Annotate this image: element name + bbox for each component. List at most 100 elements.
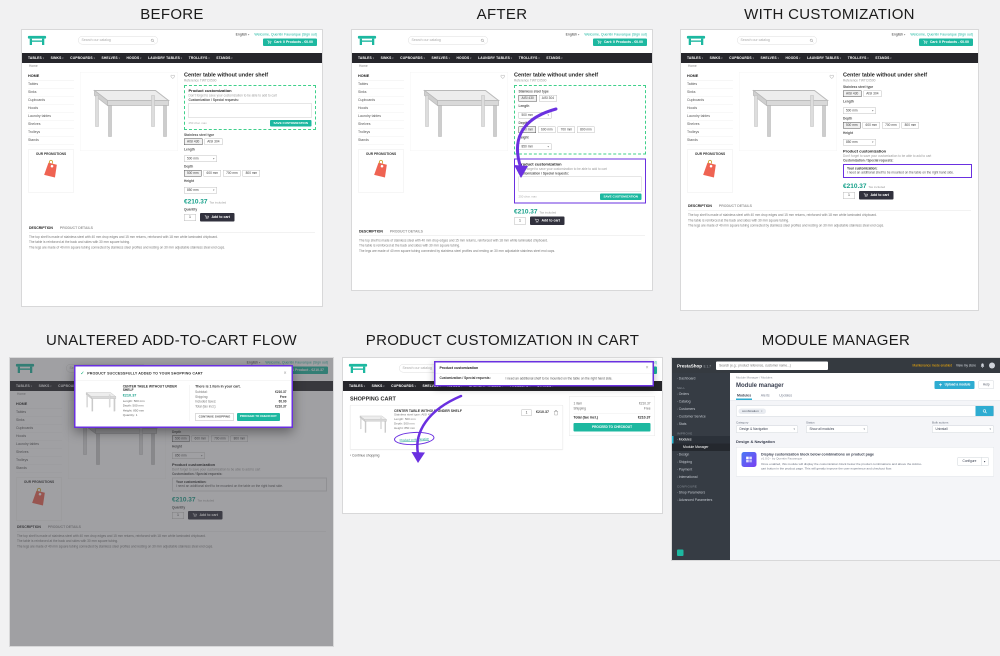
depth-chip[interactable]: 500 mm [518,126,537,133]
steel-type-chip[interactable]: AISI 430 [843,90,862,97]
category-item[interactable]: Trolleys [358,129,404,137]
breadcrumb[interactable]: Home [29,64,38,69]
category-item[interactable]: Hoods [358,105,404,113]
language-selector[interactable]: English [892,33,906,37]
save-customization-button[interactable]: SAVE CUSTOMIZATION [269,120,312,127]
height-select[interactable]: 850 mm [843,139,876,146]
nav-item[interactable]: HOODS [456,56,471,60]
tab-product-details[interactable]: PRODUCT DETAILS [389,230,423,234]
nav-item[interactable]: STANDS [216,56,232,60]
tab-alerts[interactable]: Alerts [760,394,770,398]
nav-item[interactable]: SHELVES [761,56,779,60]
category-select[interactable]: Design & Navigation [736,425,798,433]
close-icon[interactable]: × [645,365,649,371]
promotions-banner[interactable]: OUR PROMOTIONS [358,149,404,193]
nav-item[interactable]: TROLLEYS [519,56,540,60]
nav-item[interactable]: CUPBOARDS [391,384,416,388]
proceed-to-checkout-button[interactable]: PROCEED TO CHECKOUT [573,423,651,432]
length-select[interactable]: 500 mm [843,107,876,114]
configure-button[interactable]: Configure [957,457,982,467]
category-item[interactable]: Cupboards [28,97,74,105]
depth-chip[interactable]: 500 mm [184,170,202,177]
store-search-input[interactable]: Search our catalog [78,36,158,45]
sidebar-item-orders[interactable]: Orders [672,391,730,399]
nav-item[interactable]: SINKS [381,56,394,60]
length-select[interactable]: 500 mm [518,112,552,119]
sidebar-badge[interactable] [677,549,684,556]
store-logo[interactable] [348,361,368,375]
save-customization-button[interactable]: SAVE CUSTOMIZATION [599,193,642,200]
add-to-cart-button[interactable]: Add to cart [858,191,894,200]
language-selector[interactable]: English [566,33,580,37]
quantity-stepper[interactable]: 1 [514,217,526,225]
sidebar-item-module-manager[interactable]: Module Manager [672,443,730,451]
continue-shopping-link[interactable]: ‹ Continue shopping [350,454,380,458]
notifications-bell-icon[interactable] [980,363,985,368]
sidebar-item-design[interactable]: Design [672,451,730,459]
nav-item[interactable]: HOODS [126,56,141,60]
tag-remove-icon[interactable]: × [760,409,763,413]
sidebar-item-dashboard[interactable]: Dashboard [672,375,730,383]
sidebar-item-customer-service[interactable]: Customer Service [672,413,730,421]
store-logo[interactable] [27,33,47,47]
category-item[interactable]: Stands [358,137,404,145]
product-image[interactable] [80,72,178,151]
steel-type-chip[interactable]: AISI 304 [538,95,558,102]
cart-button[interactable]: Cart: 0 Products - €0.00 [262,38,317,46]
category-item[interactable]: Laundry tables [358,113,404,121]
nav-item[interactable]: CUPBOARDS [400,56,425,60]
depth-chip[interactable]: 600 mm [538,126,556,133]
breadcrumb[interactable]: Home [688,64,697,69]
product-image[interactable] [739,72,837,151]
nav-item[interactable]: LAUNDRY TABLES [148,56,182,60]
tab-updates[interactable]: Updates [779,394,793,398]
category-item[interactable]: Tables [358,81,404,89]
search-tag[interactable]: combination× [738,408,766,414]
sidebar-item-customers[interactable]: Customers [672,406,730,414]
depth-chip[interactable]: 800 mm [901,122,920,129]
promotions-banner[interactable]: OUR PROMOTIONS [28,149,74,193]
wishlist-heart-icon[interactable] [829,74,835,80]
product-customization-link[interactable]: Product customization [399,437,430,443]
upload-module-button[interactable]: Upload a module [934,380,975,389]
nav-item[interactable]: STANDS [546,56,562,60]
cart-button[interactable]: Cart: 0 Products - €0.00 [918,38,973,46]
category-item[interactable]: Stands [28,137,74,145]
height-select[interactable]: 850 mm [518,143,552,150]
bulk-actions-select[interactable]: Uninstall [932,425,994,433]
language-selector[interactable]: English [236,33,250,37]
category-item[interactable]: Trolleys [687,129,733,137]
nav-item[interactable]: HOODS [785,56,800,60]
tab-description[interactable]: DESCRIPTION [29,226,53,231]
depth-chip[interactable]: 700 mm [882,122,900,129]
depth-chip[interactable]: 500 mm [843,122,861,129]
tab-product-details[interactable]: PRODUCT DETAILS [718,204,752,209]
sidebar-item-stats[interactable]: Stats [672,421,730,429]
depth-chip[interactable]: 800 mm [242,170,261,177]
sidebar-item-shipping[interactable]: Shipping [672,459,730,467]
store-search-input[interactable]: Search our catalog [408,36,488,45]
add-to-cart-button[interactable]: Add to cart [529,216,565,225]
wishlist-heart-icon[interactable] [500,74,506,80]
height-select[interactable]: 850 mm [184,187,217,194]
configure-dropdown-caret[interactable]: ▾ [981,457,989,467]
sidebar-item-payment[interactable]: Payment [672,466,730,474]
category-item[interactable]: Sinks [687,89,733,97]
sidebar-item-shop-parameters[interactable]: Shop Parameters [672,489,730,497]
category-item[interactable]: Tables [687,81,733,89]
category-item[interactable]: Cupboards [358,97,404,105]
help-button[interactable]: Help [978,380,994,389]
sidebar-item-modules[interactable]: Modules [672,436,730,444]
category-item[interactable]: Cupboards [687,97,733,105]
nav-item[interactable]: TABLES [28,56,44,60]
proceed-to-checkout-button[interactable]: PROCEED TO CHECKOUT [236,412,280,421]
quantity-stepper[interactable]: 1 [843,191,855,199]
admin-breadcrumb[interactable]: Module Manager / Modules [736,376,773,380]
tab-modules[interactable]: Modules [736,393,752,401]
wishlist-heart-icon[interactable] [170,74,176,80]
store-search-input[interactable]: Search our catalog [737,36,817,45]
sidebar-item-catalog[interactable]: Catalog [672,398,730,406]
nav-item[interactable]: TROLLEYS [848,56,869,60]
nav-item[interactable]: SINKS [710,56,723,60]
